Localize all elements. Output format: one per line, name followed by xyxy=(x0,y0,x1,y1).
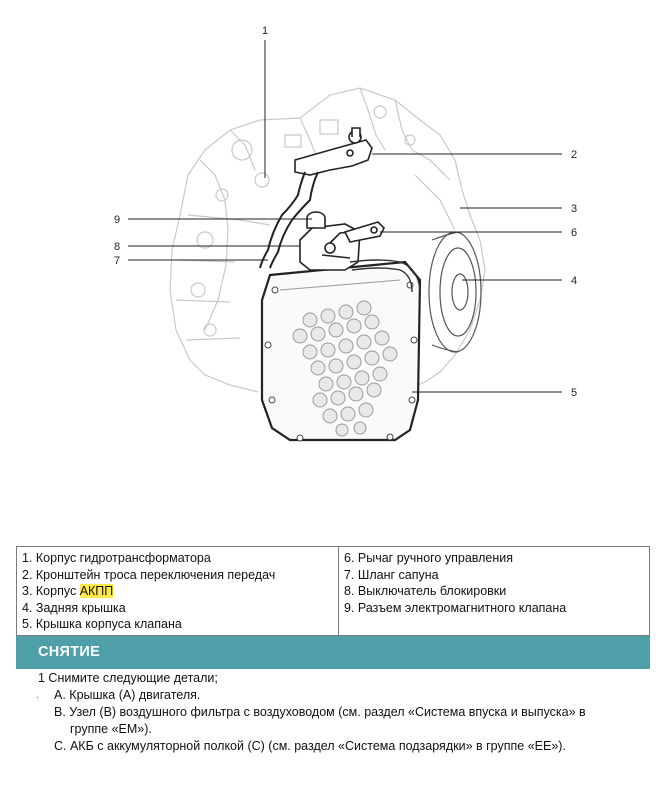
legend-item-6: 6. Рычаг ручного управления xyxy=(344,551,514,565)
step-1b-continued: группе «EM»). xyxy=(70,722,152,736)
callout-5: 5 xyxy=(571,387,577,399)
callout-1: 1 xyxy=(262,25,268,37)
housing-outline xyxy=(169,87,486,393)
legend-item-4: 4. Задняя крышка xyxy=(22,600,126,615)
transmission-diagram: 1 2 3 4 5 6 7 8 9 xyxy=(114,25,577,442)
step-1a: . A. Крышка (A) двигателя. xyxy=(16,687,650,704)
leader-lines xyxy=(128,40,562,393)
legend-item-2: 2. Кронштейн троса переключения передач xyxy=(22,567,276,582)
callout-8: 8 xyxy=(114,241,120,253)
legend-item-8: 8. Выключатель блокировки xyxy=(344,584,507,598)
step-marker: . xyxy=(36,690,39,701)
callout-9: 9 xyxy=(114,214,120,226)
legend-item-9: 9. Разъем электромагнитного клапана xyxy=(344,600,567,615)
legend-item-3: 3. Корпус АКПП xyxy=(22,583,334,600)
shift-cable-bracket xyxy=(294,127,373,176)
step-1: 1 Снимите следующие детали; xyxy=(38,671,218,685)
solenoid-connector xyxy=(306,211,326,229)
section-header-removal: СНЯТИЕ xyxy=(16,636,650,669)
step-1b: B. Узел (B) воздушного фильтра с воздухо… xyxy=(54,705,586,719)
legend-item-7: 7. Шланг сапуна xyxy=(344,567,439,582)
legend-item-3-highlight: АКПП xyxy=(79,584,114,598)
inhibitor-switch xyxy=(299,223,361,271)
manual-lever xyxy=(343,221,385,243)
component-legend-table: 1. Корпус гидротрансформатора 2. Кронште… xyxy=(16,546,650,636)
legend-item-3-prefix: 3. Корпус xyxy=(22,584,80,598)
callout-3: 3 xyxy=(571,203,577,215)
valve-body-cover xyxy=(260,260,422,442)
legend-left-column: 1. Корпус гидротрансформатора 2. Кронште… xyxy=(16,546,339,636)
legend-item-5: 5. Крышка корпуса клапана xyxy=(22,617,182,631)
removal-steps: 1 Снимите следующие детали; . A. Крышка … xyxy=(16,670,650,755)
step-1a-text: A. Крышка (A) двигателя. xyxy=(54,688,201,702)
callout-2: 2 xyxy=(571,149,577,161)
callout-6: 6 xyxy=(571,227,577,239)
breather-hose xyxy=(259,171,319,269)
transmission-illustration: 1 2 3 4 5 6 7 8 9 xyxy=(114,25,577,442)
callout-7: 7 xyxy=(114,255,120,267)
legend-item-1: 1. Корпус гидротрансформатора xyxy=(22,551,211,565)
legend-right-column: 6. Рычаг ручного управления 7. Шланг сап… xyxy=(338,546,650,636)
callout-4: 4 xyxy=(571,275,577,287)
step-1c: C. АКБ с аккумуляторной полкой (C) (см. … xyxy=(54,739,566,753)
legend-row: 1. Корпус гидротрансформатора 2. Кронште… xyxy=(16,546,650,636)
rear-cover xyxy=(428,231,482,353)
oil-pipe xyxy=(349,259,421,293)
